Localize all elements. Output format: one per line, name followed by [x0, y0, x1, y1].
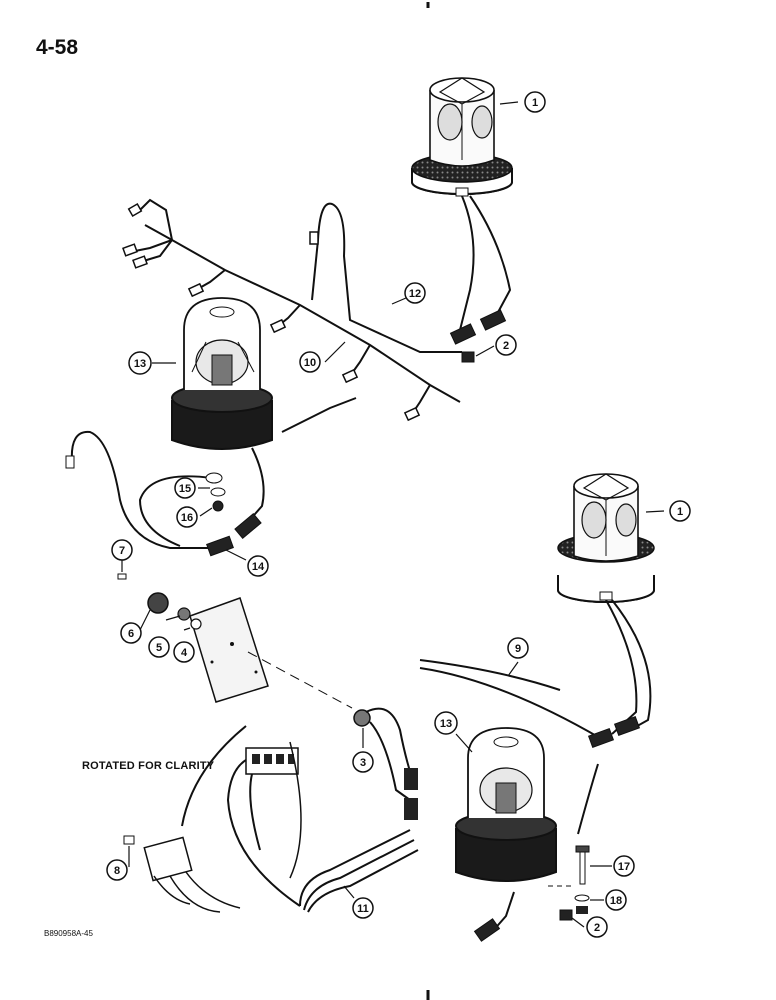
callout-label: 10 — [304, 357, 316, 369]
harness-terminals — [122, 203, 421, 422]
connectors-right — [473, 715, 641, 942]
callout-11: 11 — [352, 897, 374, 919]
callout-label: 9 — [515, 643, 521, 655]
switch-knob-parts — [117, 573, 202, 630]
callout-label: 5 — [156, 642, 162, 654]
beacon-lead-12 — [459, 195, 512, 331]
callout-2-bottom: 2 — [586, 916, 608, 938]
callout-label: 13 — [440, 718, 452, 730]
callout-label: 1 — [532, 97, 538, 109]
callout-12: 12 — [404, 282, 426, 304]
callout-label: 6 — [128, 628, 134, 640]
callout-label: 8 — [114, 865, 120, 877]
callout-9: 9 — [507, 637, 529, 659]
callout-label: 7 — [119, 545, 125, 557]
toggle-switch-3 — [247, 651, 418, 820]
callout-14: 14 — [247, 555, 269, 577]
callout-3: 3 — [352, 751, 374, 773]
callout-label: 18 — [610, 895, 622, 907]
amber-beacon-right — [557, 473, 655, 603]
callout-1-right: 1 — [669, 500, 691, 522]
beacon-lead-right — [419, 599, 652, 933]
figure-code: B890958A-45 — [44, 929, 93, 938]
harness-11 — [299, 829, 419, 913]
callout-5: 5 — [148, 636, 170, 658]
callout-1-top: 1 — [524, 91, 546, 113]
bolt-17 — [548, 845, 590, 914]
callout-2-top: 2 — [495, 334, 517, 356]
callout-7: 7 — [111, 539, 133, 561]
callout-10: 10 — [299, 351, 321, 373]
arc-line-mid — [289, 741, 302, 879]
callout-label: 15 — [179, 483, 191, 495]
callout-8: 8 — [106, 859, 128, 881]
callout-label: 2 — [594, 922, 600, 934]
callout-label: 13 — [134, 358, 146, 370]
rotated-connector — [226, 747, 301, 907]
connector-8 — [123, 835, 241, 913]
callout-label: 3 — [360, 757, 366, 769]
amber-beacon-top — [411, 77, 513, 197]
callout-label: 16 — [181, 512, 193, 524]
callout-label: 11 — [357, 903, 369, 915]
rotated-for-clarity-caption: ROTATED FOR CLARITY — [82, 760, 215, 772]
callout-17: 17 — [613, 855, 635, 877]
callout-15: 15 — [174, 477, 196, 499]
callout-label: 12 — [409, 288, 421, 300]
switch-mount-plate — [189, 597, 269, 703]
connectors-top — [449, 309, 507, 363]
callout-label: 14 — [252, 561, 265, 573]
callout-13-right: 13 — [434, 711, 458, 735]
callout-label: 4 — [181, 647, 188, 659]
rotating-beacon-left — [171, 297, 273, 450]
callout-6: 6 — [120, 622, 142, 644]
callout-label: 2 — [503, 340, 509, 352]
leader-lines — [121, 101, 665, 928]
arc-line-left — [181, 725, 247, 827]
beacon-lead-14 — [70, 430, 265, 549]
connectors-14 — [65, 455, 262, 557]
callout-4: 4 — [173, 641, 195, 663]
callout-label: 1 — [677, 506, 683, 518]
page-number: 4-58 — [36, 36, 79, 59]
callout-label: 17 — [618, 861, 630, 873]
callout-16: 16 — [176, 506, 198, 528]
callout-18: 18 — [605, 889, 627, 911]
callout-13-left: 13 — [128, 351, 152, 375]
rotating-beacon-right — [455, 727, 557, 882]
